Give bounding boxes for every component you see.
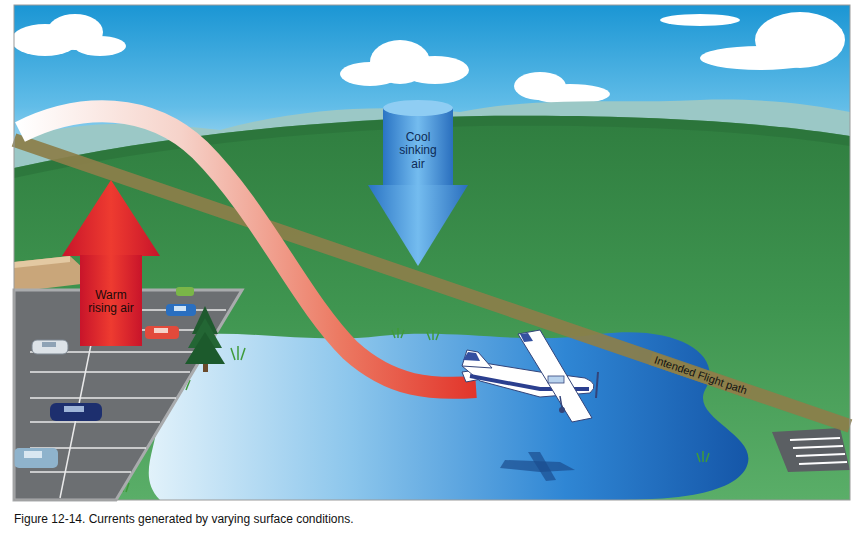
runway bbox=[793, 446, 843, 448]
cars bbox=[42, 342, 56, 347]
clouds bbox=[11, 12, 845, 104]
cars bbox=[166, 304, 196, 316]
runway bbox=[796, 454, 845, 456]
cars bbox=[14, 448, 58, 468]
cylinder-body bbox=[383, 108, 453, 185]
grass-tufts bbox=[392, 328, 404, 338]
node-label: Cool sinking air bbox=[392, 131, 444, 171]
runway bbox=[790, 438, 840, 440]
grass-tufts bbox=[697, 451, 709, 462]
cars bbox=[14, 287, 196, 468]
clouds bbox=[700, 46, 820, 70]
parking-lot bbox=[30, 421, 160, 423]
airplane bbox=[462, 330, 598, 422]
airplane bbox=[462, 350, 492, 368]
airplane-shadow bbox=[528, 452, 556, 481]
arrow-head bbox=[368, 185, 468, 266]
figure-frame bbox=[14, 5, 850, 500]
parking-lot bbox=[30, 397, 176, 399]
airplane bbox=[560, 396, 562, 408]
airplane bbox=[596, 372, 598, 398]
node-text-block: Cool sinking air bbox=[392, 131, 444, 171]
airplane bbox=[559, 407, 565, 413]
parking-lot bbox=[30, 471, 131, 473]
wind-current-arrow bbox=[20, 111, 476, 388]
wind-current-arrow bbox=[20, 111, 476, 388]
airplane bbox=[520, 333, 533, 342]
tree bbox=[185, 332, 225, 364]
node-outline bbox=[62, 180, 160, 346]
cool-air-arrow: Cool sinking air bbox=[368, 100, 468, 266]
airplane bbox=[518, 330, 592, 422]
cylinder-top bbox=[383, 100, 453, 116]
cars bbox=[174, 306, 186, 311]
figure-frame bbox=[14, 5, 850, 500]
cars bbox=[176, 287, 194, 296]
node-text-block: Warm rising air bbox=[88, 289, 134, 315]
runway bbox=[799, 462, 847, 464]
runway bbox=[772, 428, 850, 472]
warm-air-arrow: Warm rising air bbox=[62, 180, 160, 346]
cars bbox=[24, 451, 42, 458]
grass-tufts bbox=[427, 330, 439, 340]
node-outline bbox=[368, 100, 468, 266]
clouds bbox=[530, 84, 610, 104]
cars bbox=[50, 403, 102, 421]
cars bbox=[32, 340, 68, 354]
figure-caption: Figure 12-14. Currents generated by vary… bbox=[14, 512, 354, 526]
clouds bbox=[401, 56, 469, 84]
cars bbox=[154, 328, 168, 333]
building bbox=[14, 256, 70, 268]
node-label: Warm rising air bbox=[88, 289, 134, 315]
clouds bbox=[74, 36, 126, 56]
parking-lot bbox=[30, 371, 190, 373]
cars bbox=[145, 326, 179, 339]
clouds bbox=[660, 14, 740, 26]
tree bbox=[185, 306, 225, 372]
airplane bbox=[548, 376, 564, 383]
airplane bbox=[463, 352, 480, 361]
arrow-shaft bbox=[80, 255, 142, 346]
clouds bbox=[340, 62, 400, 86]
cars bbox=[64, 406, 84, 412]
runway bbox=[772, 428, 850, 472]
airplane-shadow bbox=[500, 452, 575, 481]
arrow-head bbox=[62, 180, 160, 256]
grass-tufts bbox=[231, 346, 245, 360]
